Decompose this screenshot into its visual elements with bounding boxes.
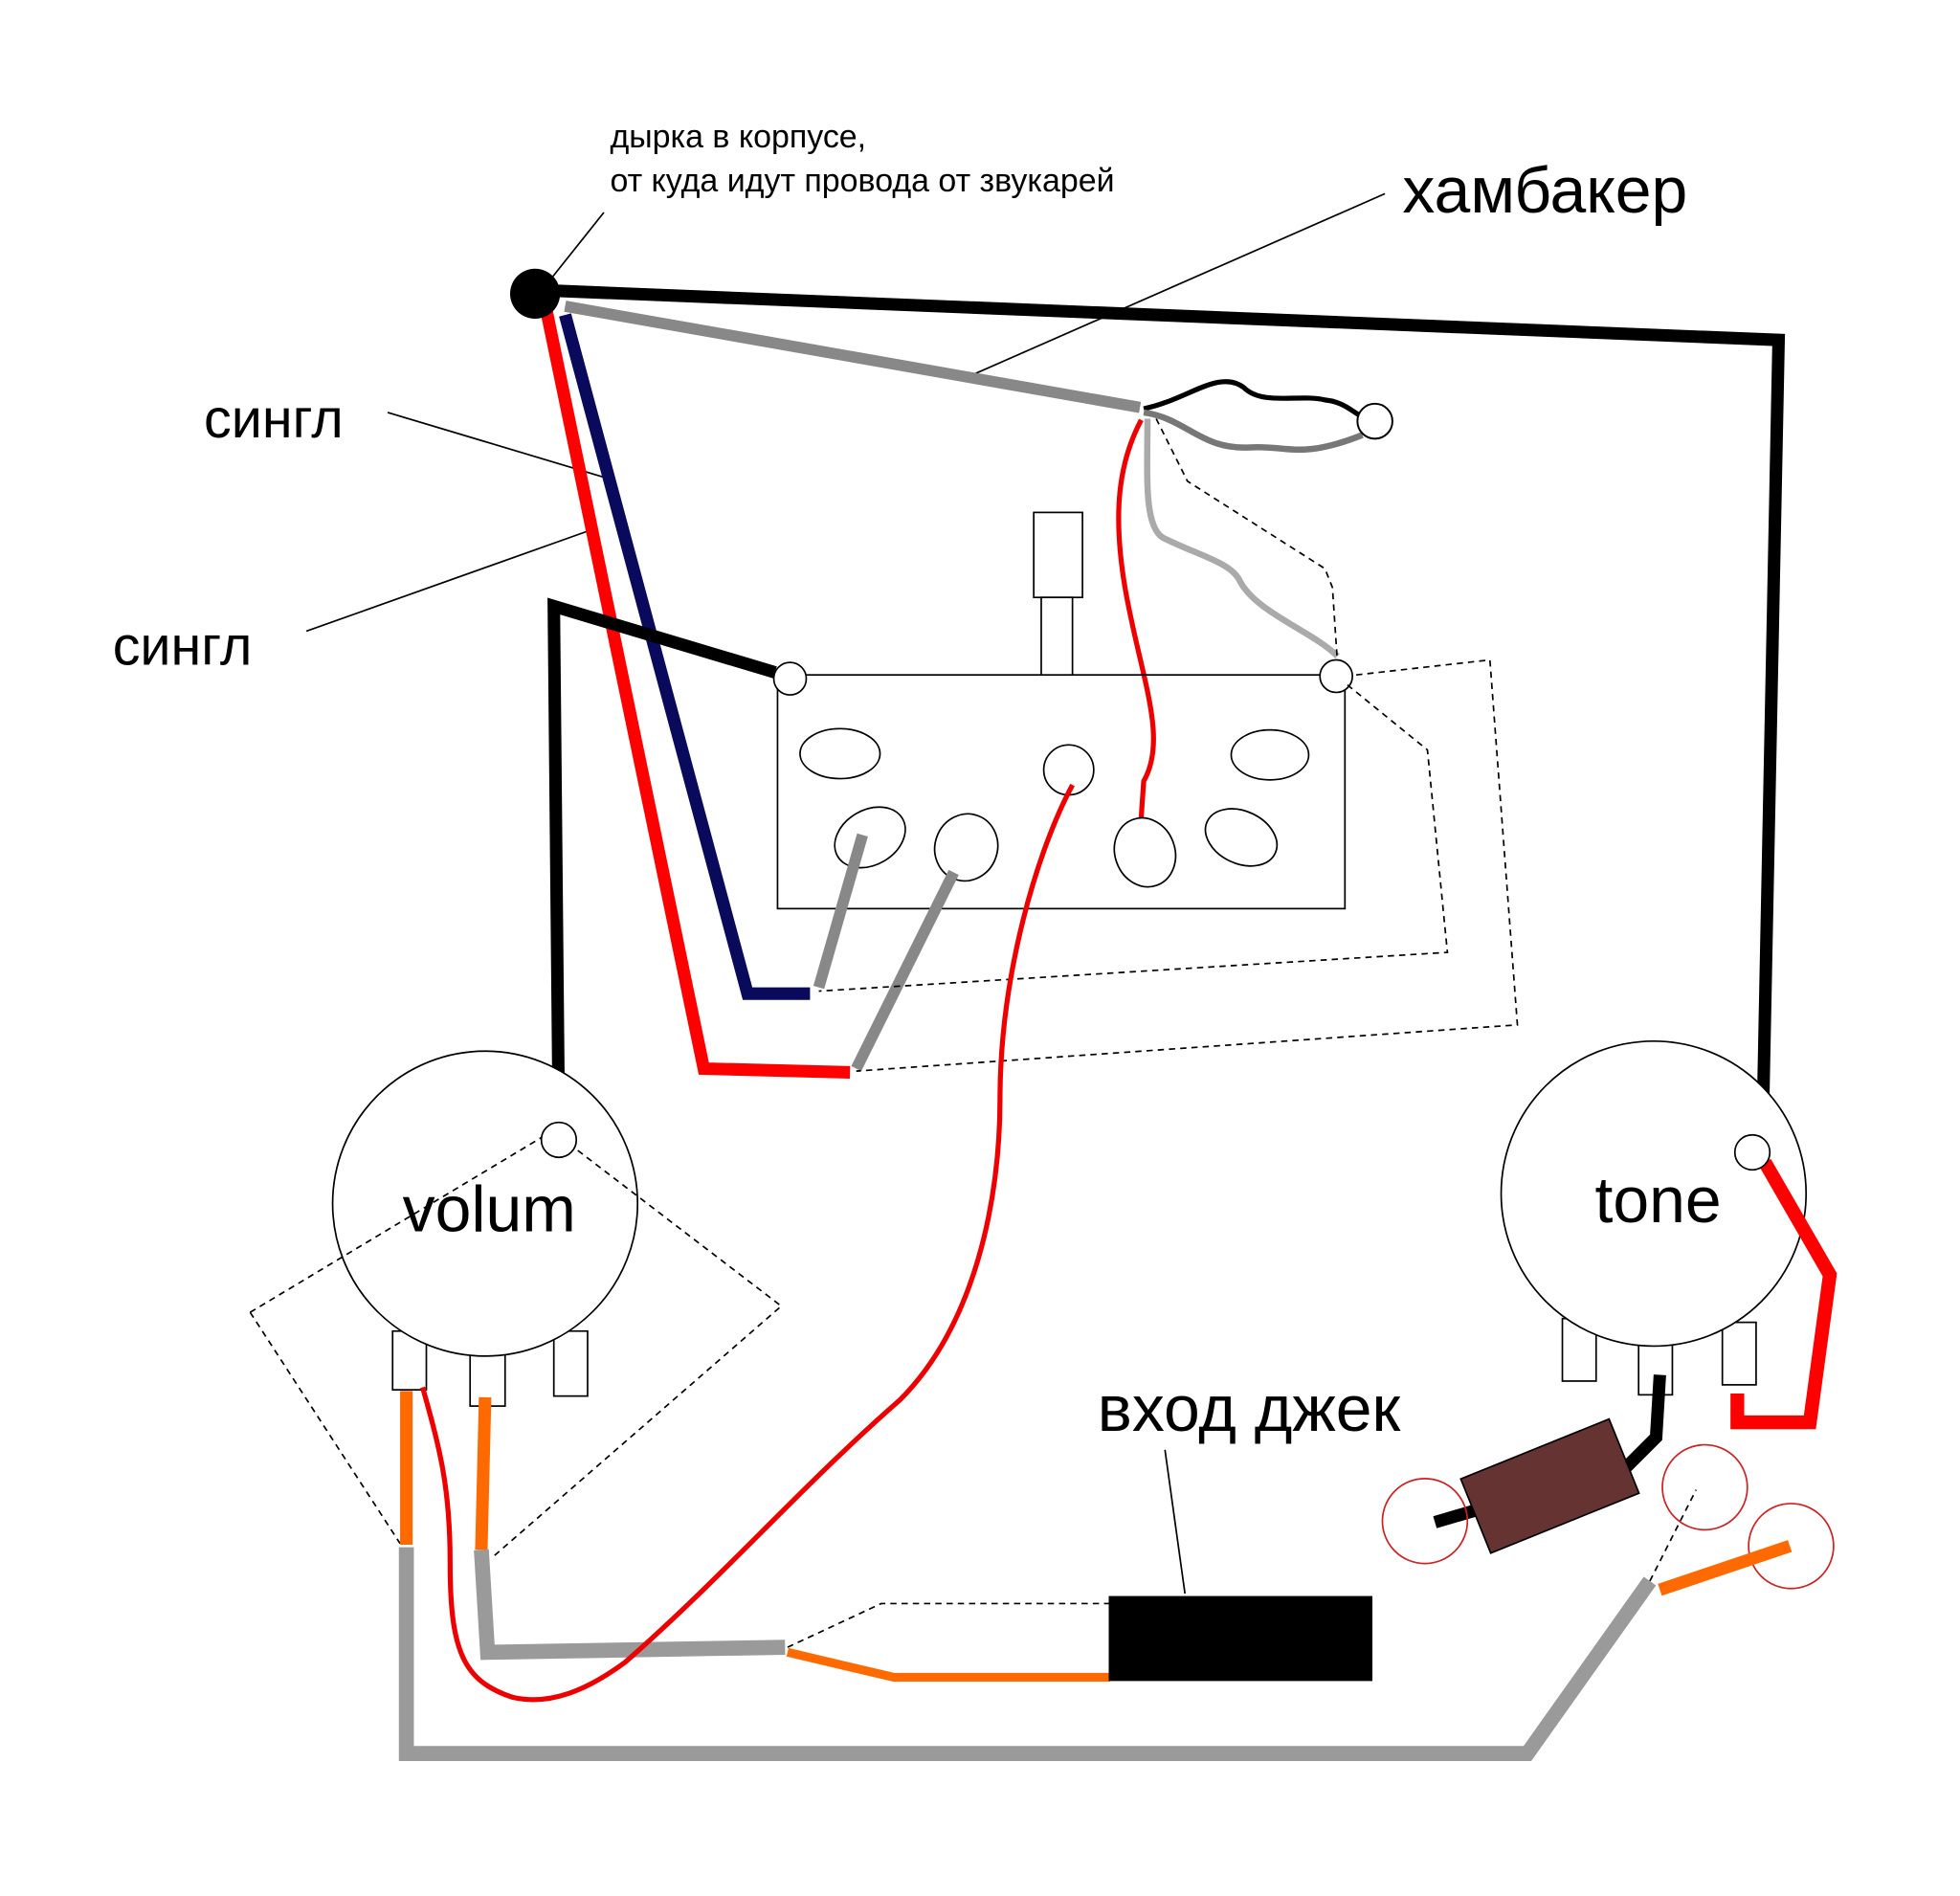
hole-label-line2: от куда идут провода от звукарей bbox=[610, 163, 1114, 199]
capacitor-lead bbox=[1620, 1374, 1666, 1474]
dashed-connection bbox=[787, 1602, 1110, 1648]
switch-lever bbox=[1033, 511, 1083, 599]
switch-lug bbox=[1113, 816, 1177, 888]
volume-pot-label: volum bbox=[403, 1173, 576, 1245]
dashed-connection bbox=[1649, 1489, 1698, 1582]
switch-terminal-right bbox=[1319, 658, 1353, 694]
pickup-switch bbox=[776, 511, 1347, 910]
jack-leader-line bbox=[1164, 1449, 1187, 1595]
switch-terminal-left bbox=[772, 661, 808, 696]
dashed-connection bbox=[249, 1311, 401, 1545]
single-label-2: сингл bbox=[113, 616, 253, 678]
tone-red-wire bbox=[1730, 1158, 1838, 1430]
jack-orange-wire bbox=[786, 1647, 1110, 1683]
volume-ground-wire bbox=[547, 597, 777, 1126]
output-jack bbox=[1108, 1595, 1373, 1682]
body-hole bbox=[509, 268, 561, 319]
tone-pot-label: tone bbox=[1594, 1165, 1721, 1237]
switch-grey-lead bbox=[813, 833, 868, 990]
hole-leader-line bbox=[549, 212, 605, 281]
single-1-leader-line bbox=[387, 412, 610, 480]
tone-pot bbox=[1500, 1039, 1808, 1396]
orange-wire bbox=[475, 1396, 492, 1550]
dashed-connection bbox=[818, 683, 1449, 993]
switch-lug bbox=[1204, 808, 1279, 867]
switch-grey-lead bbox=[851, 869, 959, 1072]
switch-lug bbox=[799, 727, 881, 780]
single-navy-wire bbox=[559, 313, 811, 1000]
solder-point-marker bbox=[1748, 1503, 1835, 1590]
tone-capacitor bbox=[1459, 1417, 1640, 1554]
humbucker-black-lead bbox=[1143, 379, 1376, 424]
dashed-connection bbox=[856, 658, 1519, 1072]
solder-point-marker bbox=[1381, 1477, 1469, 1565]
ground-wire bbox=[534, 283, 1786, 1145]
hole-label-line1: дырка в корпусе, bbox=[610, 119, 866, 155]
grey-ground-wire bbox=[398, 1547, 1657, 1761]
humbucker-label: хамбакер bbox=[1402, 155, 1687, 227]
volume-terminal bbox=[540, 1121, 578, 1159]
orange-wire bbox=[1658, 1540, 1793, 1596]
dashed-connection bbox=[493, 1143, 783, 1557]
grey-output-wire bbox=[474, 1549, 786, 1661]
humbucker-grey-lead bbox=[1143, 409, 1364, 454]
humbucker-cable bbox=[564, 301, 1142, 413]
tone-terminal bbox=[1733, 1133, 1771, 1171]
humbucker-red-lead bbox=[1116, 418, 1156, 836]
single-label-1: сингл bbox=[204, 389, 344, 450]
humbucker-lightgrey-lead bbox=[1144, 418, 1340, 658]
single-2-leader-line bbox=[305, 530, 589, 633]
humbucker-leader-line bbox=[974, 192, 1386, 375]
single-red-wire bbox=[540, 308, 851, 1079]
switch-lug bbox=[1230, 728, 1310, 781]
jack-label: вход джек bbox=[1098, 1373, 1402, 1445]
solder-point-marker bbox=[1661, 1443, 1748, 1531]
humbucker-lead-terminal bbox=[1356, 402, 1393, 440]
signal-red-wire bbox=[420, 783, 1075, 1703]
humbucker-dashed-lead bbox=[1155, 418, 1339, 663]
dashed-connection bbox=[249, 1131, 551, 1313]
